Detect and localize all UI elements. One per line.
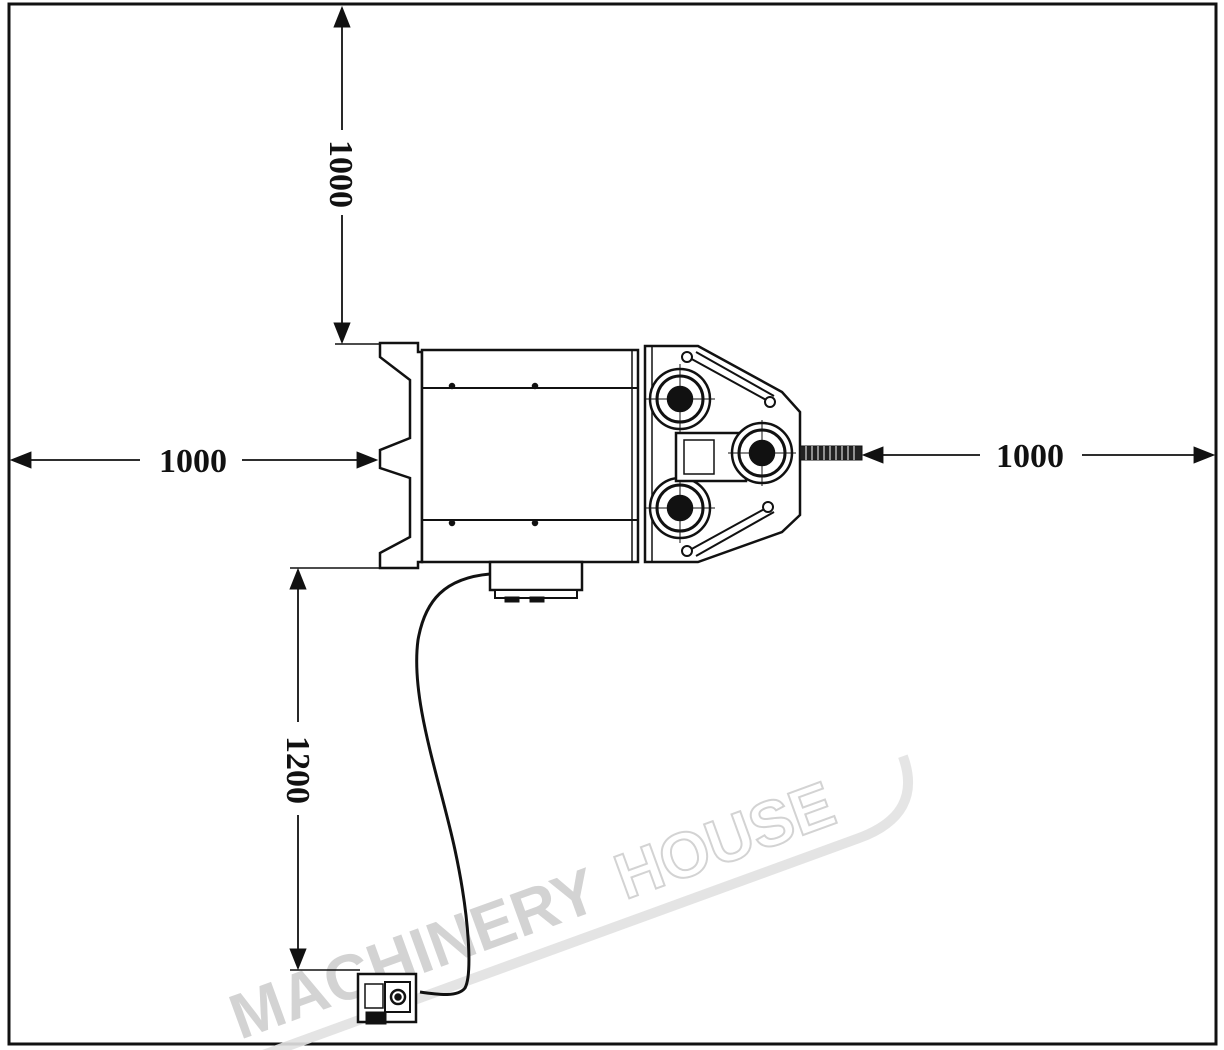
dimension-bottom: 1200 [279, 567, 380, 971]
dimension-left-label: 1000 [159, 443, 227, 480]
control-cable [415, 572, 491, 996]
machine-body [378, 341, 863, 603]
dimension-top-label: 1000 [322, 140, 359, 208]
outer-frame [7, 2, 1218, 1046]
dimension-top: 1000 [322, 5, 380, 345]
dimension-left: 1000 [9, 443, 379, 480]
roller-bottom [645, 473, 715, 543]
watermark-logo: MACHINERY HOUSE [220, 754, 913, 1050]
roller-top [645, 364, 715, 434]
dimension-right: 1000 [861, 438, 1216, 475]
roller-center [728, 420, 796, 486]
dimension-right-label: 1000 [996, 438, 1064, 475]
foot-pendant [356, 972, 418, 1025]
dimension-bottom-label: 1200 [279, 736, 316, 804]
